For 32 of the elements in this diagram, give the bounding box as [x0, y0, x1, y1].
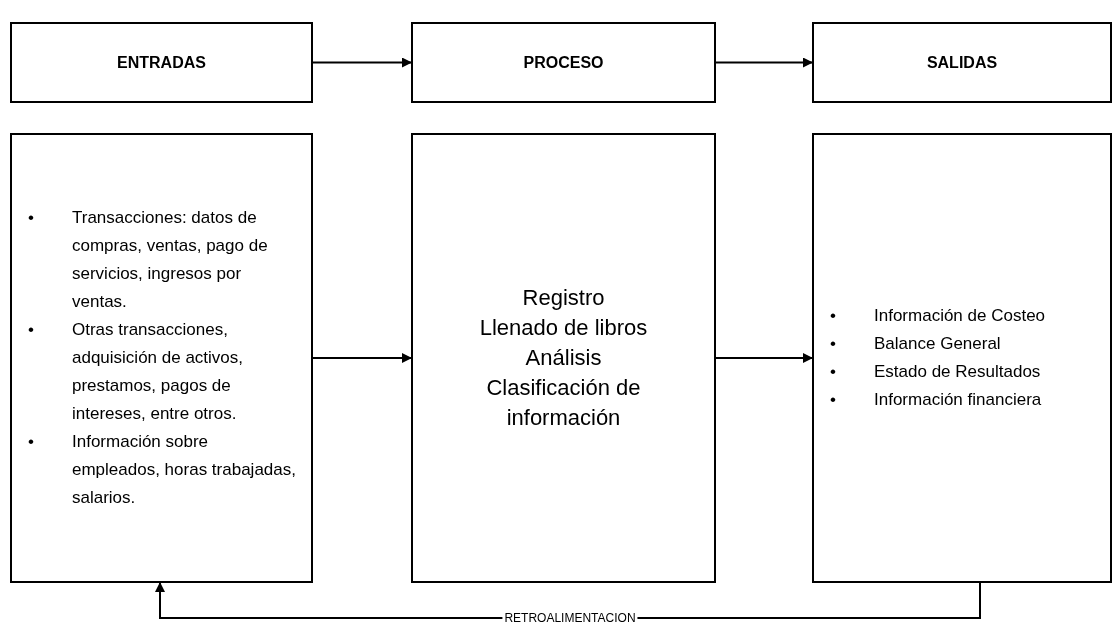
process-step: Registro [413, 283, 714, 313]
stage-title: SALIDAS [925, 52, 999, 73]
list-item: Transacciones: datos de compras, ventas, pago de servicios, ingresos por ventas. [72, 207, 269, 313]
edge-label: RETROALIMENTACION [502, 612, 638, 624]
arrow [312, 353, 412, 363]
stage-box [812, 22, 1112, 103]
arrow [312, 57, 412, 68]
list-item: Información sobre empleados, horas trabajadas, salarios. [72, 431, 297, 509]
process-step: Análisis [413, 343, 714, 373]
list-item: Estado de Resultados [874, 361, 1041, 383]
stage-title: ENTRADAS [116, 52, 207, 73]
bullet: • [28, 431, 35, 453]
bullet: • [830, 333, 837, 355]
content-box [411, 133, 716, 583]
content-box [812, 133, 1112, 583]
arrow [715, 353, 813, 363]
content-box [10, 133, 313, 583]
process-step: Llenado de libros [413, 313, 714, 343]
list-item: Otras transacciones, adquisición de activos, prestamos, pagos de intereses, entre otros. [72, 319, 245, 425]
list-item: Balance General [874, 333, 1001, 355]
list-item: Información financiera [874, 389, 1042, 411]
arrow [715, 57, 813, 68]
list-item: Información de Costeo [874, 305, 1046, 327]
stage-box [10, 22, 313, 103]
bullet: • [830, 305, 837, 327]
bullet: • [28, 207, 35, 229]
bullet: • [28, 319, 35, 341]
stage-title: PROCESO [522, 52, 605, 73]
bullet: • [830, 361, 837, 383]
bullet: • [830, 389, 837, 411]
process-step: Clasificación de información [413, 373, 714, 433]
stage-box [411, 22, 716, 103]
